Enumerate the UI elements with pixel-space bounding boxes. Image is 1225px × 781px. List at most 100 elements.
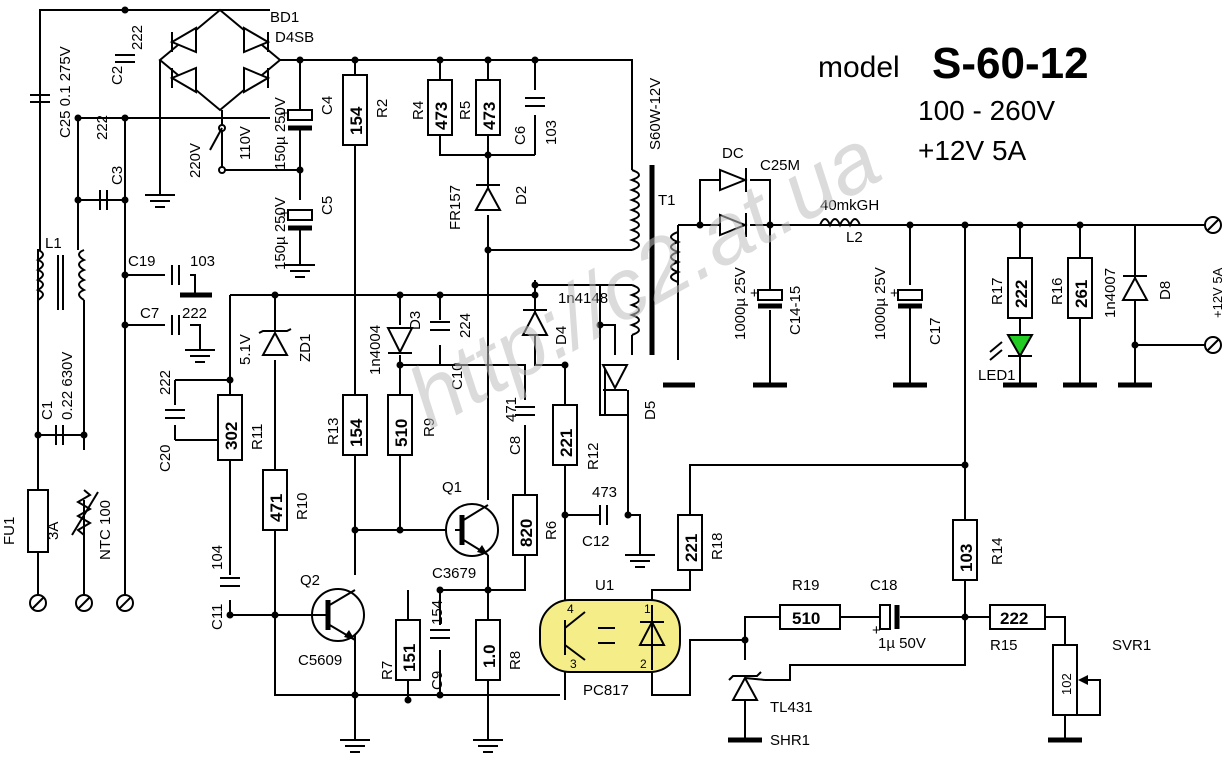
transistor-q2: Q2 C5609 (298, 572, 365, 669)
resistor-r17: 222 R17 (989, 257, 1033, 319)
capacitor-c18: + C18 1µ 50V (870, 577, 926, 652)
capacitor-c3: C3 222 (94, 115, 126, 210)
diode-dc: DC C25M (719, 145, 800, 237)
c5-value: 150µ 250V (272, 197, 289, 270)
d8-part: 1n4007 (1102, 268, 1119, 318)
c20-ref: C20 (157, 444, 174, 472)
model-word: model (818, 51, 900, 84)
diode-d8: 1n4007 D8 (1102, 268, 1174, 318)
capacitor-c19: C19 103 (128, 253, 215, 285)
l2-value: 40mkGH (820, 197, 879, 214)
r11-value: 302 (222, 422, 241, 450)
c14-ref: C14-15 (787, 286, 804, 335)
r10-ref: R10 (294, 492, 311, 520)
ground-symbol (285, 264, 315, 278)
svg-text:+: + (890, 285, 899, 302)
led-body (1006, 334, 1034, 359)
zener-zd1: 5.1V ZD1 (237, 328, 314, 365)
tl431-part: TL431 (770, 699, 813, 716)
r17-value: 222 (1012, 280, 1031, 308)
l1-ref: L1 (45, 235, 62, 252)
ground-symbols (145, 190, 1152, 753)
capacitor-c17: + C17 1000µ 25V (872, 267, 944, 345)
l2-ref: L2 (846, 229, 863, 246)
r13-value: 154 (347, 418, 366, 447)
d3-part: 1n4004 (367, 325, 384, 375)
c1-value: 0.22 630V (59, 352, 76, 420)
d2-ref: D2 (513, 186, 530, 205)
resistor-r14: 103 R14 (952, 519, 1006, 581)
c7-value: 222 (182, 305, 207, 322)
svg-text:+: + (280, 205, 289, 222)
c18-value: 1µ 50V (878, 635, 926, 652)
ground-symbol (145, 190, 175, 208)
capacitor-c20: 222 C20 (157, 370, 185, 472)
r2-value: 154 (347, 106, 366, 135)
resistor-r9: 510 R9 (387, 394, 438, 456)
resistor-r5: 473 R5 (457, 79, 501, 136)
c2-ref: C2 (109, 66, 126, 85)
c9-ref: C9 (429, 671, 446, 690)
inductor-l1: L1 (35, 235, 87, 455)
d5-ref: D5 (642, 401, 659, 420)
r14-value: 103 (957, 544, 976, 572)
c20-value: 222 (157, 370, 174, 395)
bridge-diode (169, 26, 197, 54)
junction-dots (34, 6, 1139, 704)
tl431-ref: SHR1 (770, 732, 810, 749)
resistor-r6: 820 R6 (512, 494, 560, 556)
r18-ref: R18 (709, 532, 726, 560)
c1-ref: C1 (39, 401, 56, 420)
q1-ref: Q1 (442, 479, 462, 496)
r18-value: 221 (682, 534, 701, 562)
model-name: S-60-12 (932, 39, 1089, 88)
fuse-ref: FU1 (1, 517, 18, 545)
r4-ref: R4 (410, 101, 427, 120)
bd1-part: D4SB (275, 29, 314, 46)
capacitor-c7: C7 222 (140, 305, 207, 335)
zd1-value: 5.1V (237, 334, 254, 365)
d8-ref: D8 (1157, 281, 1174, 300)
c12-ref: C12 (582, 533, 610, 550)
capacitor-c8: 471 C8 (503, 397, 535, 455)
svr1-value: 102 (1059, 673, 1074, 695)
led1-ref: LED1 (978, 367, 1016, 384)
output-terminals (1204, 216, 1222, 354)
capacitor-c4: + C4 150µ 250V (272, 96, 336, 170)
r10-value: 471 (267, 494, 286, 522)
terminal-n (75, 594, 93, 612)
r8-ref: R8 (507, 651, 524, 670)
capacitor-c1: C1 0.22 630V (39, 352, 76, 445)
ground-symbol (473, 739, 503, 753)
q1-part: C3679 (432, 565, 476, 582)
svr1-ref: SVR1 (1112, 637, 1151, 654)
diode-d2: FR157 D2 (447, 180, 530, 230)
resistor-r13: 154 R13 (325, 394, 368, 456)
regulator-tl431: TL431 SHR1 (728, 671, 813, 749)
r9-value: 510 (392, 419, 411, 447)
bridge-diode (243, 66, 271, 94)
r12-value: 221 (557, 429, 576, 457)
u1-pin2: 2 (640, 657, 647, 671)
switch-110-label: 110V (237, 126, 254, 160)
ntc-value: NTC 100 (97, 500, 114, 560)
ground-symbol (625, 554, 655, 568)
terminal-l (29, 594, 47, 612)
resistor-r10: 471 R10 (262, 469, 311, 531)
r16-ref: R16 (1049, 277, 1066, 305)
terminal-plus (1204, 216, 1222, 234)
c11-ref: C11 (209, 604, 226, 630)
title-block: model S-60-12 100 - 260V +12V 5A (818, 39, 1089, 166)
capacitor-c25: C25 0.1 275V (30, 46, 74, 138)
resistor-r19: 510 R19 (779, 577, 841, 630)
c14-value: 1000µ 25V (732, 267, 749, 340)
terminal-minus (1204, 336, 1222, 354)
r6-value: 820 (517, 519, 536, 547)
resistor-r8: 1.0 R8 (475, 619, 524, 681)
diode-d3: 1n4004 D3 (367, 311, 424, 375)
terminal-gnd (116, 594, 134, 612)
ground-symbol (340, 739, 370, 753)
resistor-r12: 221 R12 (552, 404, 602, 470)
c3-ref: C3 (109, 166, 126, 185)
r8-value: 1.0 (480, 644, 499, 668)
